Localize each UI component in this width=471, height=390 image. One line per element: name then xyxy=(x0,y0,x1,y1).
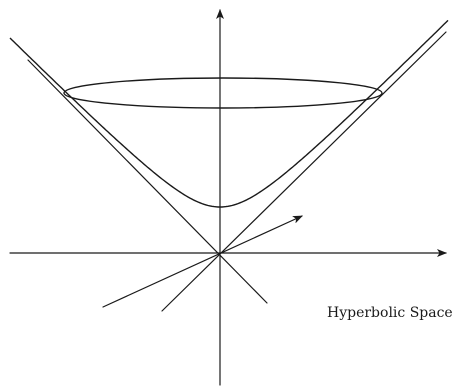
vector-arrow xyxy=(102,215,303,308)
cone-line-right xyxy=(161,31,447,312)
cone-line-left xyxy=(27,59,268,304)
diagram-caption: Hyperbolic Space xyxy=(327,305,453,321)
ellipse-cross-section-front xyxy=(63,92,383,109)
ellipse-cross-section-back xyxy=(63,77,383,94)
hyperboloid-sheet xyxy=(9,19,449,208)
